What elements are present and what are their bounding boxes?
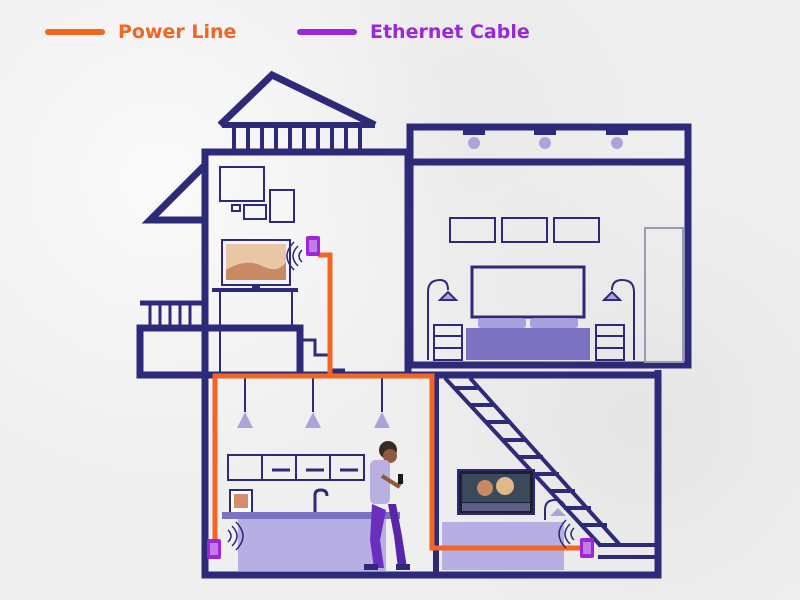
pendant-lamps xyxy=(237,378,390,428)
power-line-label: Power Line xyxy=(118,21,237,43)
roof-top xyxy=(217,70,377,150)
powerline-adapter-icon xyxy=(207,236,594,559)
ceiling-lamp-icon xyxy=(463,129,628,149)
staircase-icon xyxy=(443,376,658,559)
kitchen-counter-icon xyxy=(222,488,400,571)
ethernet-label: Ethernet Cable xyxy=(370,21,530,43)
tv-icon xyxy=(457,469,535,515)
bedroom-room xyxy=(406,123,692,369)
bedroom-frames xyxy=(449,217,600,243)
tablet-icon xyxy=(229,489,253,517)
bed-icon xyxy=(466,265,590,360)
person-with-phone xyxy=(364,441,410,570)
legend-ethernet-cable: Ethernet Cable xyxy=(297,18,530,46)
kitchen-cabinets xyxy=(227,454,365,481)
wifi-signal-icon xyxy=(227,241,575,551)
power-line-path xyxy=(212,252,586,551)
desk-monitor xyxy=(212,239,298,376)
power-line-swatch xyxy=(45,29,105,35)
ethernet-swatch xyxy=(297,29,357,35)
nightstands xyxy=(427,227,684,363)
legend-power-line: Power Line xyxy=(45,18,236,46)
wall-frames xyxy=(219,166,295,223)
